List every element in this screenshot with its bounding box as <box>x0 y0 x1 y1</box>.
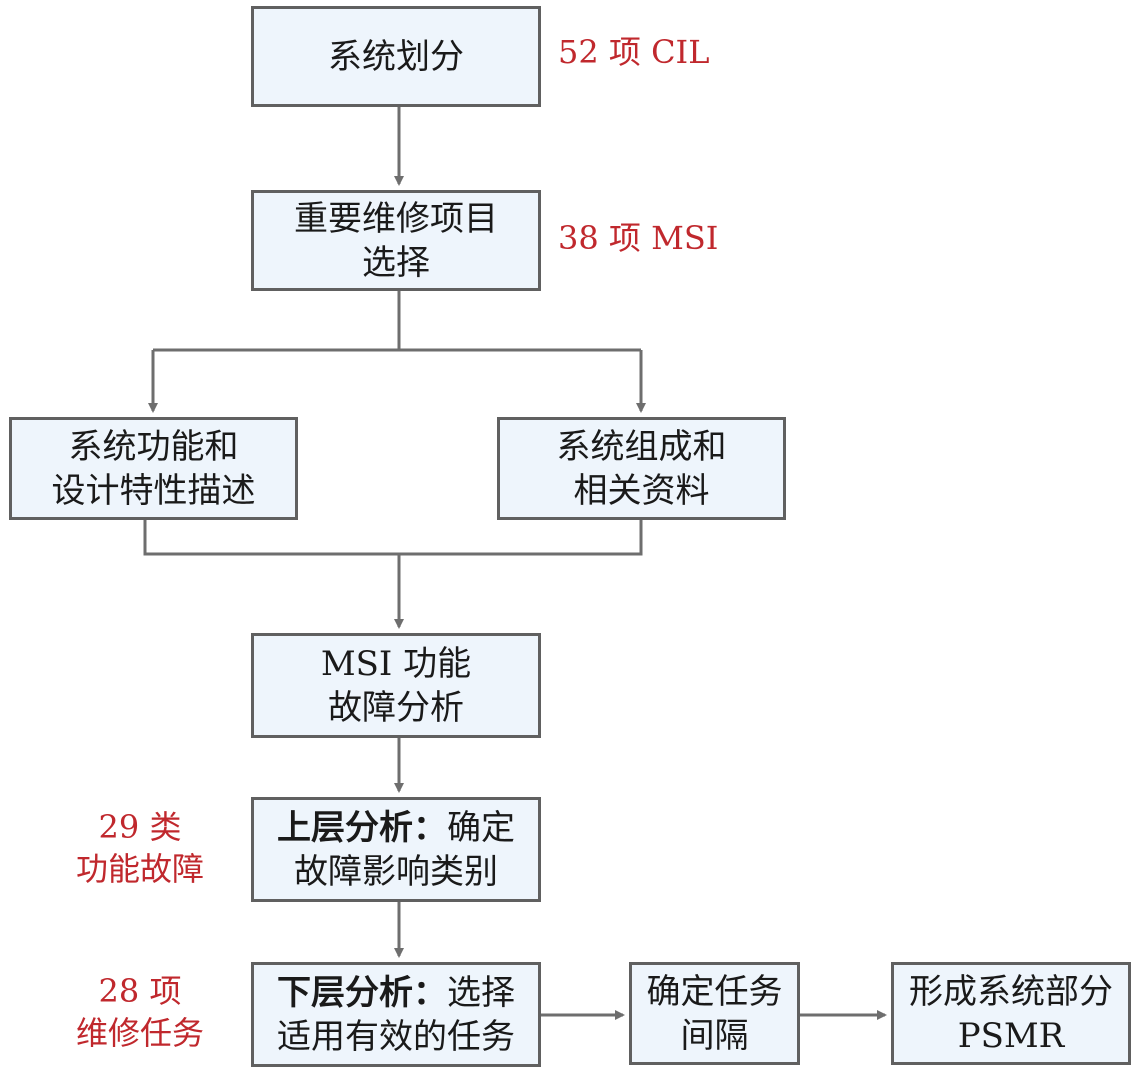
lower-analysis-label-line1: 下层分析：选择 <box>277 971 515 1015</box>
composition-data-label-line1: 系统组成和 <box>556 426 727 467</box>
psmr-label-line2: PSMR <box>957 1015 1065 1056</box>
function-design-label-line1: 系统功能和 <box>68 426 239 467</box>
merge-line <box>143 520 643 556</box>
msi-count-annotation: 38 项 MSI <box>558 219 719 257</box>
functional-fault-label: 功能故障 <box>75 850 204 888</box>
function-design-label-line2: 设计特性描述 <box>51 470 256 511</box>
composition-data-label-line2: 相关资料 <box>573 470 710 511</box>
msi-fault-analysis-label-line1: MSI 功能 <box>320 643 472 684</box>
task-interval-label-line1: 确定任务 <box>646 971 783 1012</box>
upper-analysis-rest: 确定 <box>447 807 515 848</box>
upper-analysis-label-line1: 上层分析：确定 <box>277 806 515 850</box>
psmr-box: 形成系统部分 PSMR <box>891 962 1131 1065</box>
split-line <box>153 291 641 352</box>
lower-analysis-box: 下层分析：选择 适用有效的任务 <box>251 962 541 1067</box>
psmr-label-line1: 形成系统部分 <box>909 971 1113 1012</box>
upper-analysis-box: 上层分析：确定 故障影响类别 <box>251 797 541 902</box>
lower-analysis-bold: 下层分析： <box>277 972 447 1013</box>
cil-count-annotation: 52 项 CIL <box>558 33 710 71</box>
upper-analysis-bold: 上层分析： <box>277 807 447 848</box>
msi-fault-analysis-box: MSI 功能 故障分析 <box>251 633 541 738</box>
function-design-box: 系统功能和 设计特性描述 <box>9 417 298 520</box>
task-interval-label-line2: 间隔 <box>680 1015 749 1056</box>
maintenance-task-annotation: 28 项 维修任务 <box>60 970 220 1054</box>
system-partition-box: 系统划分 <box>251 6 541 107</box>
system-partition-label: 系统划分 <box>328 36 464 77</box>
lower-analysis-label-line2: 适用有效的任务 <box>277 1016 515 1057</box>
msi-fault-analysis-label-line2: 故障分析 <box>328 687 464 728</box>
composition-data-box: 系统组成和 相关资料 <box>497 417 786 520</box>
functional-fault-count: 29 类 <box>98 808 182 846</box>
lower-analysis-rest: 选择 <box>447 972 515 1013</box>
msi-selection-label-line1: 重要维修项目 <box>294 198 498 239</box>
functional-fault-annotation: 29 类 功能故障 <box>60 806 220 890</box>
msi-selection-label-line2: 选择 <box>362 242 430 283</box>
maintenance-task-label: 维修任务 <box>75 1014 204 1052</box>
maintenance-task-count: 28 项 <box>98 972 182 1010</box>
upper-analysis-label-line2: 故障影响类别 <box>294 851 498 892</box>
task-interval-box: 确定任务 间隔 <box>629 962 800 1065</box>
msi-selection-box: 重要维修项目 选择 <box>251 190 541 291</box>
